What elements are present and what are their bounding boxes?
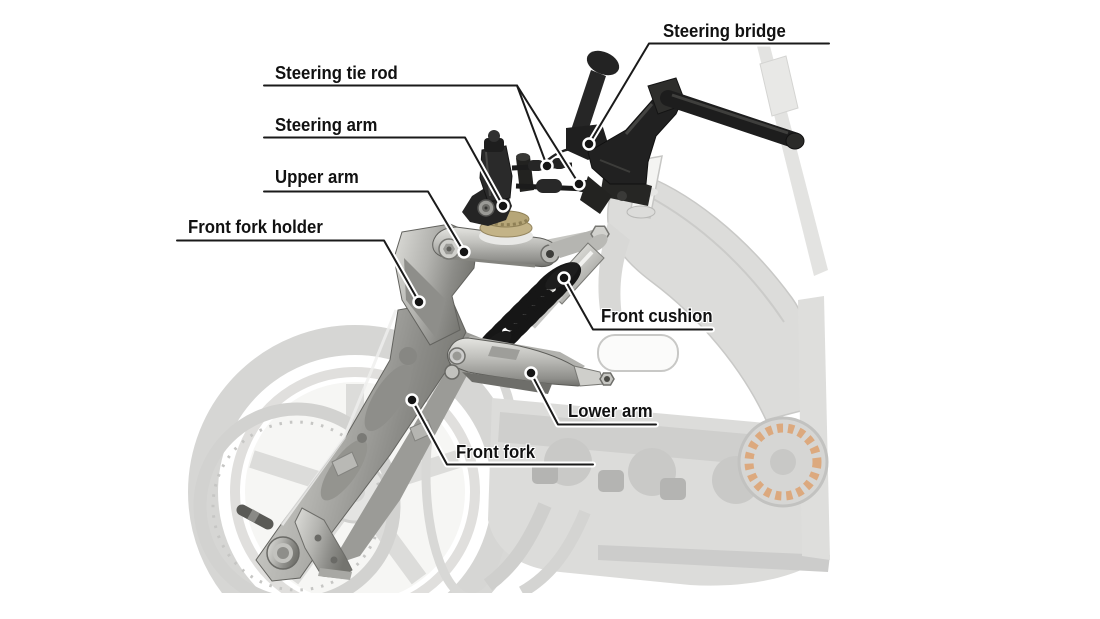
callout-dot-front-fork-holder — [412, 295, 426, 309]
holder-shadow-pocket — [404, 258, 446, 338]
callout-dot-steering-tie-rod-2 — [572, 177, 586, 191]
callout-dots — [405, 137, 596, 407]
callout-dot-front-fork — [405, 393, 419, 407]
callout-dot-upper-arm — [457, 245, 471, 259]
ghost-frame — [597, 42, 828, 421]
label-steering-tie-rod: Steering tie rod — [275, 63, 398, 83]
label-lower-arm: Lower arm — [568, 401, 653, 421]
callout-dot-steering-arm — [496, 199, 510, 213]
label-front-cushion: Front cushion — [601, 306, 713, 326]
label-front-fork-holder: Front fork holder — [188, 217, 323, 237]
callout-lines — [174, 40, 832, 468]
callout-dot-steering-tie-rod — [540, 159, 554, 173]
label-steering-arm: Steering arm — [275, 115, 378, 135]
callout-dot-lower-arm — [524, 366, 538, 380]
callout-line-lower-arm — [530, 372, 657, 426]
ghost-engine — [483, 296, 830, 593]
label-upper-arm: Upper arm — [275, 167, 359, 187]
steering-arm — [462, 130, 534, 226]
fork-rear-blade — [330, 332, 486, 566]
callout-line-steering-bridge — [588, 42, 830, 145]
steering-bridge — [566, 50, 805, 214]
callout-dot-steering-bridge — [582, 137, 596, 151]
handlebar — [660, 90, 805, 150]
callout-line-steering-arm — [263, 136, 504, 207]
callout-line-front-cushion — [563, 277, 713, 331]
label-front-fork: Front fork — [456, 442, 536, 462]
lower-arm — [444, 336, 615, 394]
callout-line-front-fork-holder — [176, 239, 420, 303]
callout-line-front-fork — [411, 399, 594, 466]
label-steering-bridge: Steering bridge — [663, 21, 786, 41]
callout-line-upper-arm — [263, 190, 465, 253]
callout-line-steering-tie-rod-2 — [516, 84, 580, 185]
bridge-lever-knob — [586, 50, 620, 76]
callout-dot-front-cushion — [557, 271, 571, 285]
